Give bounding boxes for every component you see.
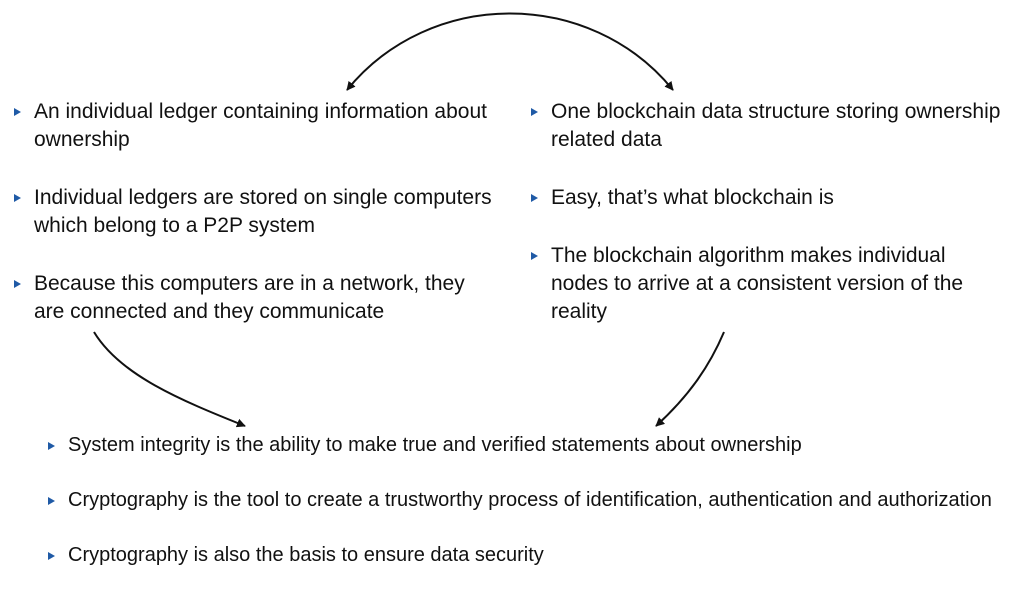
list-item: System integrity is the ability to make … <box>44 432 1004 459</box>
triangle-bullet-icon <box>48 442 55 450</box>
list-item: The blockchain algorithm makes individua… <box>527 242 1007 326</box>
list-item: Individual ledgers are stored on single … <box>10 184 500 240</box>
list-item-text: Cryptography is the tool to create a tru… <box>68 489 992 511</box>
list-item: Easy, that’s what blockchain is <box>527 184 1007 212</box>
list-item-text: Because this computers are in a network,… <box>34 272 465 323</box>
list-item: Cryptography is also the basis to ensure… <box>44 542 1004 569</box>
triangle-bullet-icon <box>14 280 21 288</box>
triangle-bullet-icon <box>48 552 55 560</box>
list-item: Cryptography is the tool to create a tru… <box>44 487 1004 514</box>
triangle-bullet-icon <box>531 252 538 260</box>
list-item: One blockchain data structure storing ow… <box>527 98 1007 154</box>
triangle-bullet-icon <box>14 194 21 202</box>
triangle-bullet-icon <box>14 108 21 116</box>
list-item: An individual ledger containing informat… <box>10 98 500 154</box>
list-item-text: Easy, that’s what blockchain is <box>551 186 834 209</box>
list-item-text: The blockchain algorithm makes individua… <box>551 244 964 323</box>
list-item-text: Individual ledgers are stored on single … <box>34 186 492 237</box>
list-item-text: System integrity is the ability to make … <box>68 434 802 456</box>
list-item-text: An individual ledger containing informat… <box>34 100 487 151</box>
list-item: Because this computers are in a network,… <box>10 270 500 326</box>
top-double-arrow <box>346 12 674 91</box>
triangle-bullet-icon <box>531 108 538 116</box>
bottom-list: System integrity is the ability to make … <box>44 432 1004 597</box>
right-column-list: One blockchain data structure storing ow… <box>527 98 1007 356</box>
left-column-list: An individual ledger containing informat… <box>10 98 500 356</box>
list-item-text: Cryptography is also the basis to ensure… <box>68 544 544 566</box>
triangle-bullet-icon <box>531 194 538 202</box>
list-item-text: One blockchain data structure storing ow… <box>551 100 1001 151</box>
triangle-bullet-icon <box>48 497 55 505</box>
